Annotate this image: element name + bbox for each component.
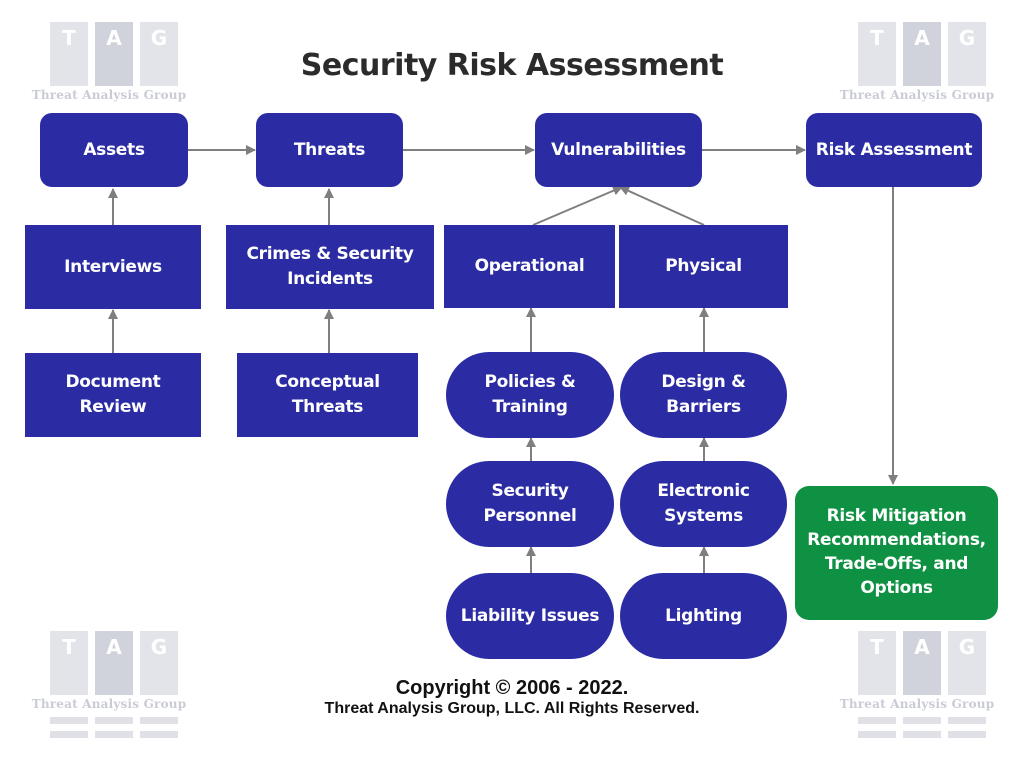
logo-bar [50,717,88,724]
node-operational: Operational [444,225,615,308]
logo-bar [948,717,986,724]
node-physical: Physical [619,225,788,308]
logo-bar [140,717,178,724]
copyright-line: Copyright © 2006 - 2022. [395,677,629,699]
node-lighting: Lighting [620,573,787,659]
logo-bar [50,731,88,738]
tag-logo-top-right: T A G Threat Analysis Group [832,22,1002,142]
arrow-physical-to-vulnerabilities [619,186,705,226]
logo-name: Threat Analysis Group [839,88,995,102]
node-interviews: Interviews [25,225,201,309]
logo-letter-a: A [95,22,133,86]
arrow-operational-to-vulnerabilities [532,185,623,226]
node-conceptual-threats: Conceptual Threats [237,353,418,437]
node-risk-mitigation: Risk Mitigation Recommendations, Trade-O… [795,486,998,620]
node-policies-training: Policies & Training [446,352,614,438]
logo-letter-t: T [50,631,88,695]
tag-logo-top-left: T A G Threat Analysis Group [24,22,194,142]
logo-letter-g: G [948,631,986,695]
logo-bar [95,717,133,724]
node-liability-issues: Liability Issues [446,573,614,659]
logo-letter-t: T [50,22,88,86]
node-security-personnel: Security Personnel [446,461,614,547]
logo-letter-t: T [858,22,896,86]
node-risk-assessment: Risk Assessment [806,113,982,187]
node-vulnerabilities: Vulnerabilities [535,113,702,187]
logo-bar [95,731,133,738]
node-threats: Threats [256,113,403,187]
logo-letter-g: G [140,631,178,695]
logo-letter-g: G [140,22,178,86]
node-crimes-security-incidents: Crimes & Security Incidents [226,225,434,309]
logo-letter-a: A [903,22,941,86]
logo-letter-a: A [95,631,133,695]
node-document-review: Document Review [25,353,201,437]
node-design-barriers: Design & Barriers [620,352,787,438]
logo-bar [903,717,941,724]
logo-bar [858,731,896,738]
logo-bar [858,717,896,724]
logo-bar [140,731,178,738]
logo-letter-g: G [948,22,986,86]
logo-bar [903,731,941,738]
logo-name: Threat Analysis Group [31,88,187,102]
logo-name: Threat Analysis Group [31,697,187,711]
logo-name: Threat Analysis Group [839,697,995,711]
logo-letter-a: A [903,631,941,695]
node-electronic-systems: Electronic Systems [620,461,787,547]
copyright-company: Threat Analysis Group, LLC. All Rights R… [324,700,700,717]
logo-letter-t: T [858,631,896,695]
node-assets: Assets [40,113,188,187]
tag-logo-bottom-left: T A G Threat Analysis Group [24,631,194,751]
tag-logo-bottom-right: T A G Threat Analysis Group [832,631,1002,751]
logo-bar [948,731,986,738]
page-title: Security Risk Assessment [300,48,724,83]
